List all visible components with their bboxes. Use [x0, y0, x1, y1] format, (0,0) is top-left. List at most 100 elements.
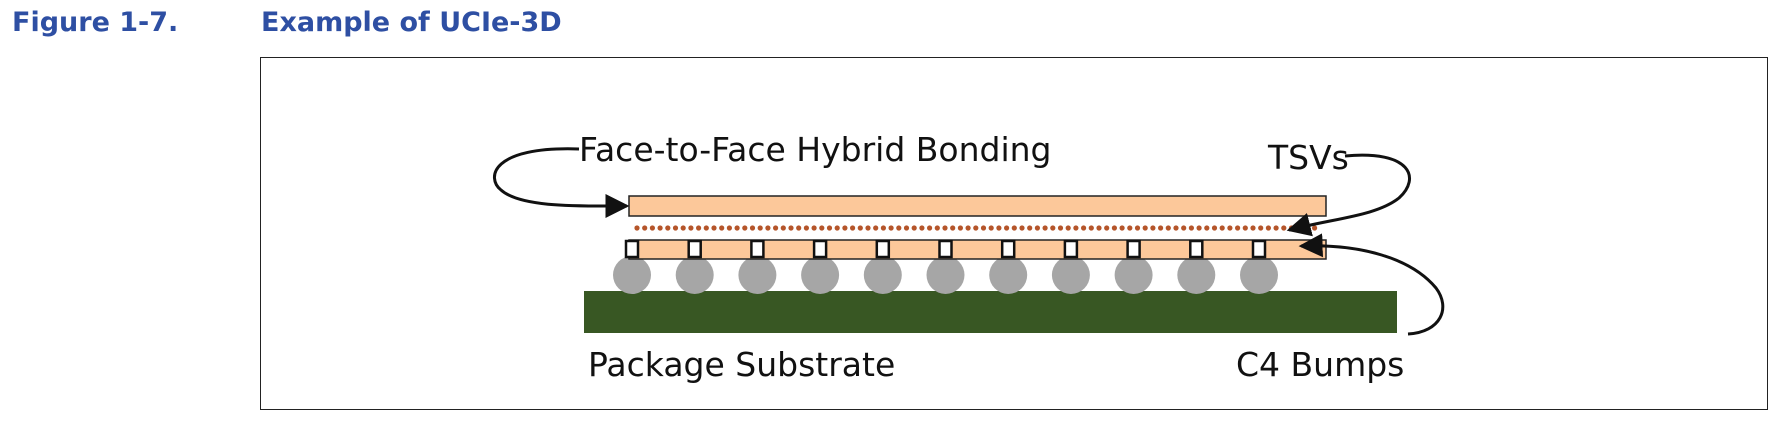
- bond-dot: [688, 225, 694, 231]
- tsv-group: [624, 239, 1267, 259]
- c4-bump: [613, 256, 651, 294]
- figure-number: Figure 1-7.: [12, 7, 179, 38]
- bond-dot: [988, 225, 994, 231]
- bond-dot: [1088, 225, 1094, 231]
- bond-dot: [842, 225, 848, 231]
- bottom-die: [628, 239, 1327, 260]
- tsv: [624, 239, 640, 259]
- bond-dot: [1188, 225, 1194, 231]
- bond-dot: [957, 225, 964, 231]
- c4-bump: [738, 256, 777, 294]
- bond-dot: [865, 225, 871, 231]
- top-die: [628, 195, 1327, 217]
- bond-dot: [857, 225, 863, 231]
- bond-dot: [880, 225, 887, 231]
- bond-dot: [1034, 225, 1040, 231]
- bond-dot: [719, 225, 725, 231]
- c4-bump: [1240, 256, 1278, 294]
- c4-bump: [675, 256, 714, 294]
- bond-dot: [942, 225, 948, 231]
- bond-dot: [1119, 225, 1125, 231]
- bond-dot: [742, 225, 748, 231]
- bond-dot: [1235, 225, 1241, 231]
- bond-dot: [1134, 225, 1141, 231]
- bond-dot: [696, 225, 702, 231]
- bond-dot: [1042, 225, 1048, 231]
- bond-dot: [1011, 225, 1017, 231]
- bond-dot: [757, 225, 763, 231]
- bond-dot: [773, 225, 779, 231]
- bond-dot: [873, 225, 879, 231]
- bond-dot: [811, 225, 817, 231]
- bonding-label: Face-to-Face Hybrid Bonding: [579, 130, 1051, 169]
- tsv: [1251, 239, 1267, 259]
- bond-dot: [973, 225, 979, 231]
- bonding-arrow: [492, 147, 630, 219]
- c4-bump: [926, 256, 965, 294]
- bond-dot: [1050, 225, 1056, 231]
- bond-dot: [1104, 225, 1110, 231]
- ucie-3d-diagram: Face-to-Face Hybrid Bonding TSVs Package…: [492, 130, 1445, 384]
- bond-dot: [1227, 225, 1233, 231]
- bond-dot: [1150, 225, 1156, 231]
- tsv: [938, 239, 953, 259]
- bond-dot: [634, 225, 640, 231]
- bond-dot: [919, 225, 925, 231]
- c4-bumps-label: C4 Bumps: [1236, 345, 1404, 384]
- bond-dot: [1158, 225, 1164, 231]
- bond-dot: [1273, 225, 1279, 231]
- bond-dot: [1242, 225, 1248, 231]
- bond-dot: [1219, 225, 1225, 231]
- bond-dot: [711, 225, 717, 231]
- bond-dot: [980, 225, 987, 231]
- package-substrate: [584, 291, 1397, 333]
- bond-dot: [1073, 225, 1079, 231]
- bond-dot: [1096, 225, 1102, 231]
- tsvs-label: TSVs: [1267, 138, 1349, 177]
- bond-dot: [657, 225, 663, 231]
- figure-title: Example of UCIe-3D: [261, 7, 562, 38]
- bond-dot: [888, 225, 894, 231]
- bond-dot: [780, 225, 786, 231]
- c4-bump: [1114, 256, 1153, 294]
- tsv: [812, 239, 828, 259]
- substrate-label: Package Substrate: [588, 345, 895, 384]
- bond-dot: [788, 225, 794, 231]
- hybrid-bond-dots: [634, 225, 1318, 231]
- bond-dot: [665, 225, 671, 231]
- bond-dot: [1081, 225, 1087, 231]
- diagram-frame: Face-to-Face Hybrid Bonding TSVs Package…: [260, 57, 1768, 410]
- bond-dot: [1165, 225, 1171, 231]
- bond-dot: [1019, 225, 1025, 231]
- bond-dot: [1111, 225, 1117, 231]
- bond-dot: [1027, 225, 1033, 231]
- tsv: [1189, 239, 1204, 259]
- bond-dot: [950, 225, 956, 231]
- bond-dot: [1211, 225, 1218, 231]
- bond-dot: [965, 225, 971, 231]
- c4-bump: [1177, 256, 1216, 294]
- c4-bumps: [613, 256, 1278, 294]
- c4-bump: [989, 256, 1028, 294]
- bond-dot: [1065, 225, 1071, 231]
- bond-dot: [796, 225, 802, 231]
- bond-dot: [927, 225, 933, 231]
- bond-dot: [1204, 225, 1210, 231]
- bond-dot: [903, 225, 910, 231]
- bond-dot: [749, 225, 756, 231]
- bond-dot: [734, 225, 740, 231]
- tsv: [1126, 239, 1141, 259]
- c4-bump-arrow: [1298, 233, 1445, 336]
- bond-dot: [1250, 225, 1256, 231]
- tsv: [687, 239, 702, 259]
- tsv: [1000, 239, 1016, 259]
- bond-dot: [819, 225, 825, 231]
- bond-dot: [996, 225, 1002, 231]
- bond-dot: [1004, 225, 1010, 231]
- bond-dot: [1281, 225, 1287, 231]
- bond-dot: [803, 225, 810, 231]
- bond-dot: [834, 225, 840, 231]
- bond-dot: [703, 225, 709, 231]
- bond-dot: [850, 225, 856, 231]
- tsv: [875, 239, 891, 259]
